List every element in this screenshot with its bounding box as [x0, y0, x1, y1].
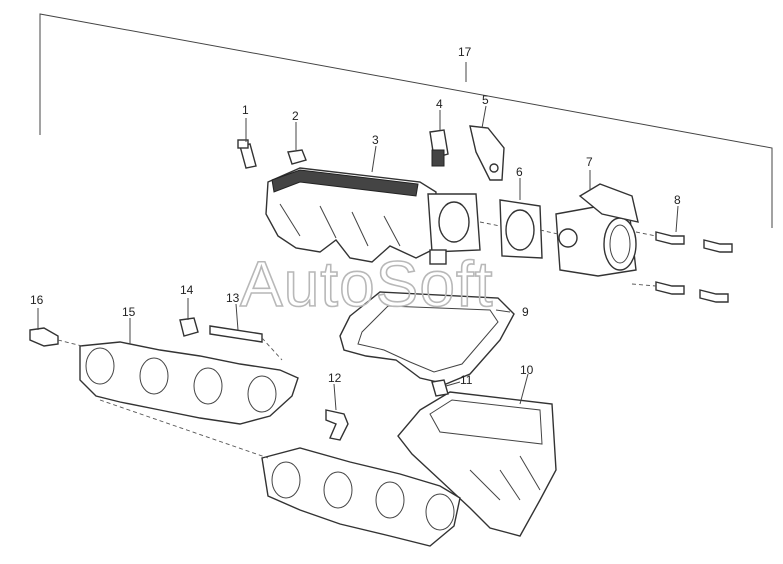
lower-runner-flange — [261, 447, 461, 547]
plenum-bolt — [237, 139, 257, 169]
throttle-body-bolts — [631, 231, 733, 303]
callout-1: 1 — [242, 103, 249, 117]
watermark: AutoSoft — [240, 248, 494, 320]
callout-2: 2 — [292, 109, 299, 123]
leader-lines — [37, 105, 679, 411]
alignment-lines — [57, 221, 559, 459]
callout-5: 5 — [482, 93, 489, 107]
upper-intake-plenum — [265, 167, 437, 263]
manifold-bolt — [29, 327, 59, 347]
callout-4: 4 — [436, 97, 443, 111]
callout-14: 14 — [180, 283, 194, 297]
lower-intake-manifold — [397, 391, 557, 537]
callout-7: 7 — [586, 155, 593, 169]
sensor-bracket — [469, 125, 505, 181]
callout-15: 15 — [122, 305, 136, 319]
manifold-gasket — [79, 341, 299, 425]
plenum-nut — [287, 149, 307, 165]
throttle-body-gasket — [499, 199, 543, 259]
assembly-bracket-17 — [39, 13, 773, 228]
callout-9: 9 — [522, 305, 529, 319]
callout-17: 17 — [458, 45, 472, 59]
callout-16: 16 — [30, 293, 44, 307]
plenum-gasket — [339, 291, 515, 385]
throttle-body — [555, 183, 639, 277]
callout-12: 12 — [328, 371, 342, 385]
callout-10: 10 — [520, 363, 534, 377]
manifold-nut — [179, 317, 199, 337]
callout-11: 11 — [460, 373, 473, 387]
callout-3: 3 — [372, 133, 379, 147]
throttle-flange-plate — [427, 193, 481, 265]
callout-13: 13 — [226, 291, 240, 305]
map-sensor — [429, 129, 449, 167]
wiring-clip — [325, 409, 349, 441]
manifold-stud — [431, 379, 449, 397]
callout-8: 8 — [674, 193, 681, 207]
callout-6: 6 — [516, 165, 523, 179]
callout-labels: 1 2 3 4 5 6 7 8 9 10 11 12 13 14 15 16 1… — [30, 45, 681, 387]
manifold-stud-long — [209, 325, 263, 343]
